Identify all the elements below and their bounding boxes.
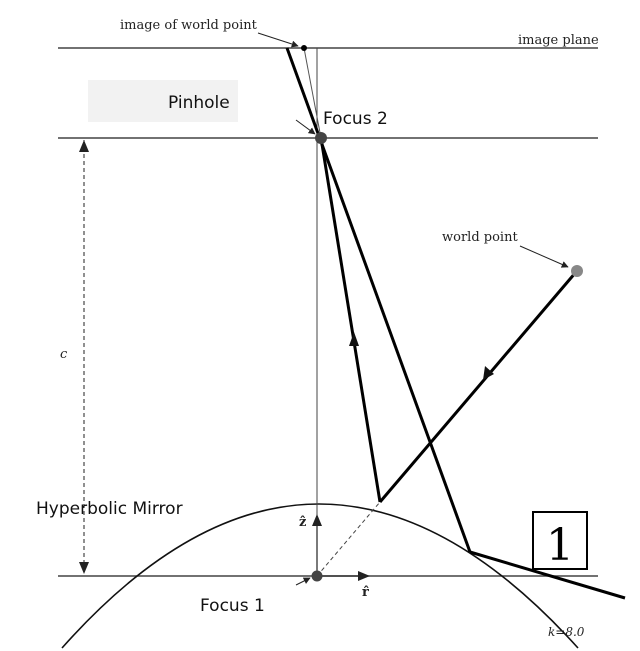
focus2-point <box>315 132 327 144</box>
c-arrow-top <box>79 140 89 152</box>
k-parameter-label: k=8.0 <box>548 625 585 639</box>
focus1-point <box>311 570 323 582</box>
focus1-label-pointer <box>295 577 311 586</box>
image-of-world-point-label: image of world point <box>120 18 258 33</box>
z-axis-label: ẑ <box>299 515 306 530</box>
world-point <box>571 265 583 277</box>
z-arrowhead <box>312 514 322 526</box>
pinhole-label-pointer <box>295 119 316 135</box>
ray-lower-right <box>469 550 626 600</box>
world-point-label-pointer <box>519 245 569 268</box>
thin-ray-to-image <box>303 47 322 139</box>
number-box-label: 1 <box>546 520 574 571</box>
image-label-pointer <box>257 32 299 48</box>
r-axis-label: r̂ <box>362 585 369 600</box>
r-arrowhead <box>358 571 370 581</box>
hyperbolic-mirror-curve <box>61 503 579 649</box>
c-arrow-bottom <box>79 562 89 574</box>
ray-down-arrowhead <box>483 366 494 380</box>
ray-mirror-to-pinhole <box>319 137 382 503</box>
ray-world-to-mirror <box>378 271 578 503</box>
pinhole-label-background <box>88 80 238 122</box>
focus1-label: Focus 1 <box>200 596 265 616</box>
number-box <box>532 511 588 570</box>
ray-up-arrowhead <box>349 332 359 346</box>
c-dimension-label: c <box>60 347 68 362</box>
image-plane-label: image plane <box>518 33 599 48</box>
pinhole-label: Pinhole <box>168 93 230 113</box>
ray-long-to-image <box>285 47 472 553</box>
world-point-label: world point <box>442 230 518 245</box>
focus1-to-mirror-dashed <box>316 501 381 577</box>
hyperbolic-mirror-label: Hyperbolic Mirror <box>36 499 183 519</box>
image-of-world-point-dot <box>301 45 307 51</box>
focus2-label: Focus 2 <box>323 109 388 129</box>
